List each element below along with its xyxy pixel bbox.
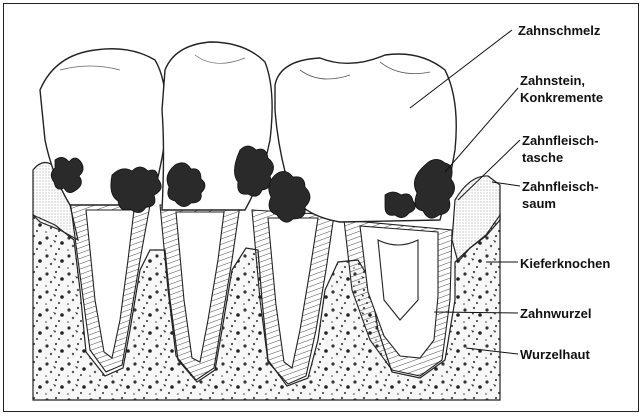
label-saum-line2: saum xyxy=(522,195,599,212)
label-saum-line1: Zahnfleisch- xyxy=(522,178,599,195)
label-zahnwurzel: Zahnwurzel xyxy=(520,305,592,322)
label-tasche-line1: Zahnfleisch- xyxy=(522,132,599,149)
label-zahnfleischsaum: Zahnfleisch- saum xyxy=(522,178,599,212)
label-wurzelhaut: Wurzelhaut xyxy=(520,346,590,363)
label-zahnstein: Zahnstein, Konkremente xyxy=(520,72,603,106)
label-zahnstein-line2: Konkremente xyxy=(520,89,603,106)
label-zahnschmelz-text: Zahnschmelz xyxy=(518,22,600,39)
label-kieferknochen: Kieferknochen xyxy=(520,255,610,272)
label-zahnstein-line1: Zahnstein, xyxy=(520,72,603,89)
label-tasche-line2: tasche xyxy=(522,149,599,166)
label-zahnschmelz: Zahnschmelz xyxy=(518,22,600,39)
label-zahnfleischtasche: Zahnfleisch- tasche xyxy=(522,132,599,166)
